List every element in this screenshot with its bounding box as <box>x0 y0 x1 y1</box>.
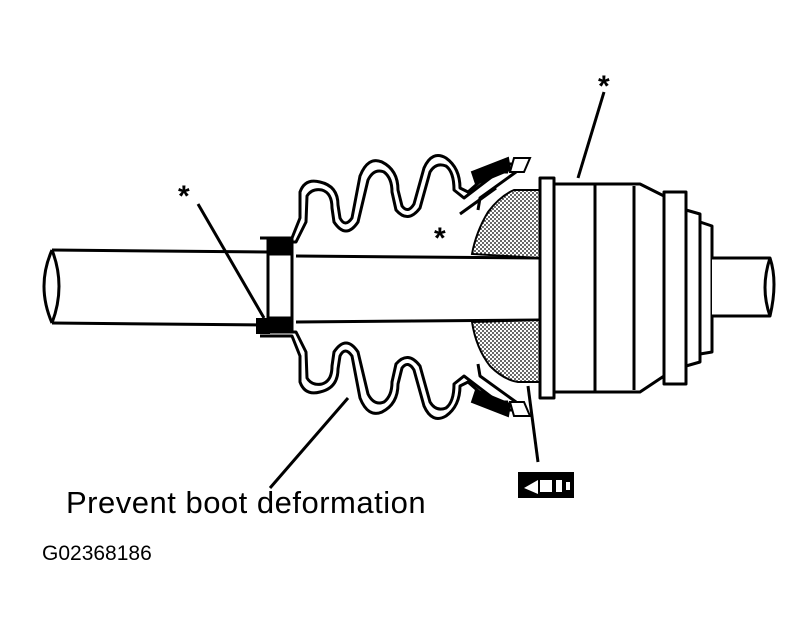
marker-left-clamp: * <box>178 180 190 213</box>
figure-id: G02368186 <box>42 542 152 565</box>
left-clamp-marker <box>256 318 270 334</box>
leader-caption <box>268 397 350 489</box>
leader-housing <box>576 91 606 179</box>
leader-left-clamp <box>196 203 266 319</box>
boot-small-end-collar <box>266 238 294 334</box>
marker-boot-clamp: * <box>434 222 446 255</box>
leader-lines <box>196 91 606 489</box>
joint-housing <box>538 176 776 400</box>
caption: Prevent boot deformation <box>66 485 427 520</box>
leader-boot-clamp <box>459 186 497 216</box>
grease-application-icon <box>518 472 574 498</box>
marker-housing: * <box>598 70 610 103</box>
drive-shaft <box>42 248 541 327</box>
grease-fill <box>470 189 541 383</box>
leader-grease <box>526 385 540 463</box>
boot-band-clamp <box>470 156 532 418</box>
boot <box>260 154 518 420</box>
